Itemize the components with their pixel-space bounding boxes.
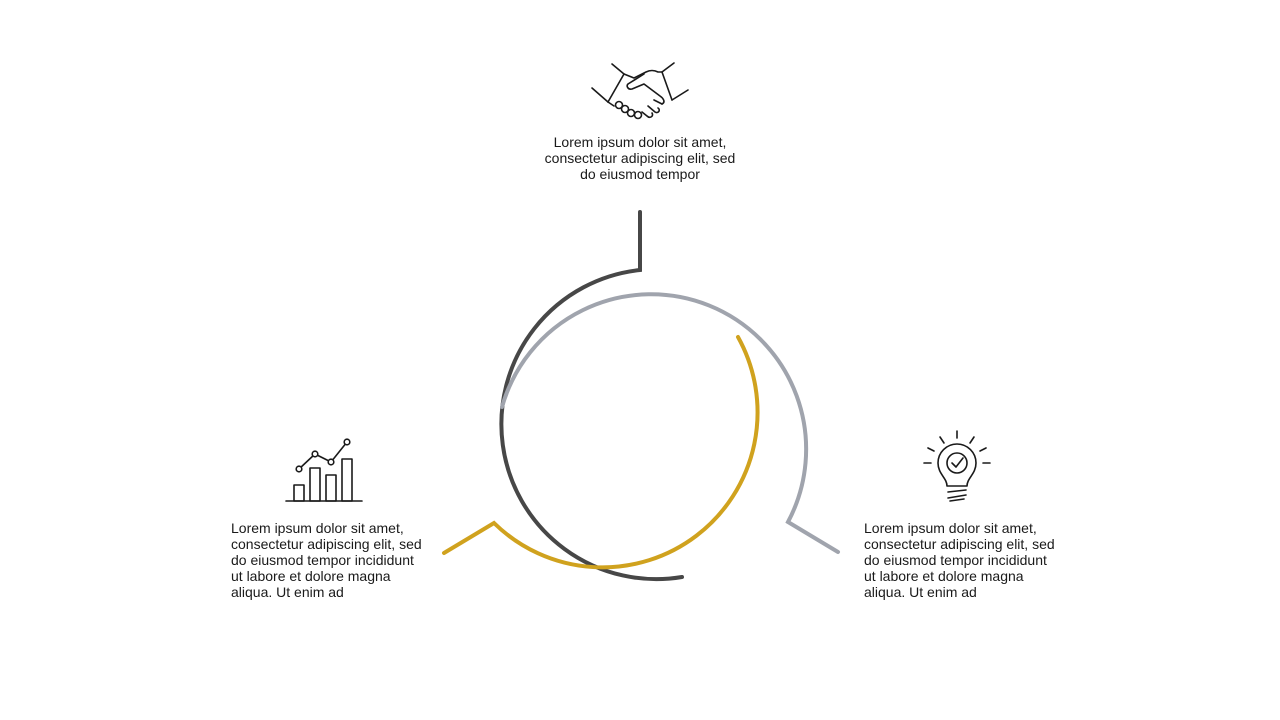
- gray-arc-segment: [500, 292, 840, 554]
- gold-arc-segment: [442, 335, 760, 570]
- bar-line-chart-icon: [285, 438, 363, 502]
- handshake-icon: [591, 62, 689, 120]
- dark-arc-segment: [499, 210, 684, 582]
- right-description: Lorem ipsum dolor sit amet, consectetur …: [864, 520, 1055, 600]
- left-description: Lorem ipsum dolor sit amet, consectetur …: [231, 520, 422, 600]
- lightbulb-check-icon: [923, 430, 991, 502]
- top-description: Lorem ipsum dolor sit amet, consectetur …: [544, 134, 736, 182]
